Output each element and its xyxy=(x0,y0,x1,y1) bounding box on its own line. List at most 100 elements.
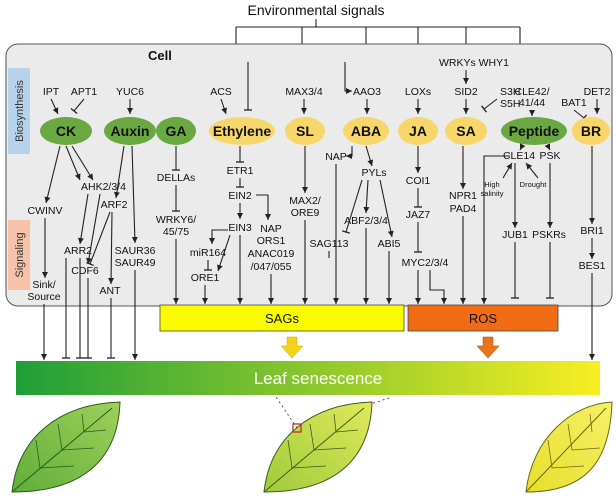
label-mir164: miR164 xyxy=(190,247,226,259)
label-loxs: LOXs xyxy=(405,86,431,98)
label-salinity: salinity xyxy=(481,189,504,198)
hormone-ck-oval xyxy=(40,117,92,145)
leaf-yellow-icon xyxy=(525,401,613,493)
sags-label: SAGs xyxy=(265,311,299,326)
hormone-auxin: Auxin xyxy=(111,123,150,139)
label-high: High xyxy=(484,180,499,189)
hormone-peptide-oval xyxy=(501,117,567,145)
signaling-tab xyxy=(8,220,30,290)
hormone-aba: ABA xyxy=(351,123,381,139)
zoom-region-marker xyxy=(292,423,302,433)
label-npr1: NPR1 xyxy=(449,190,477,202)
label-wrky6: WRKY6/ xyxy=(156,214,196,226)
label-ein3: EIN3 xyxy=(228,222,252,234)
leaf-senescence-bar xyxy=(16,361,600,395)
biosynthesis-tab xyxy=(8,68,30,154)
label-abf: ABF2/3/4 xyxy=(344,215,388,227)
label-sag113: SAG113 xyxy=(310,238,349,250)
label-ore1: ORE1 xyxy=(191,272,220,284)
hormone-sl-oval xyxy=(285,117,325,145)
label-saur49: SAUR49 xyxy=(115,257,156,269)
label-ors1: ORS1 xyxy=(257,235,286,247)
label-ore9: ORE9 xyxy=(291,207,320,219)
sags-down-arrow xyxy=(280,336,304,359)
hormone-ja: JA xyxy=(409,123,427,139)
label-cle14: CLE14 xyxy=(503,150,535,162)
label-cdf6: CDF6 xyxy=(71,265,99,277)
label-max34: MAX3/4 xyxy=(285,86,323,98)
ros-label: ROS xyxy=(469,311,498,326)
label-etr1: ETR1 xyxy=(227,165,254,177)
label-ipt: IPT xyxy=(43,86,60,98)
label-s5h: S5H xyxy=(500,98,520,110)
label-jaz7: JAZ7 xyxy=(406,209,431,221)
hormone-aba-oval xyxy=(343,117,389,145)
label-bat1: BAT1 xyxy=(561,97,587,109)
label-myc: MYC2/3/4 xyxy=(402,257,449,269)
hormone-br: BR xyxy=(581,123,601,139)
hormone-ga-oval xyxy=(156,117,196,145)
label-cle42b: 41/44 xyxy=(519,97,545,109)
label-ein2: EIN2 xyxy=(228,190,252,202)
hormone-ck: CK xyxy=(56,123,76,139)
label-wrky6b: 45/75 xyxy=(163,226,189,238)
biosynthesis-label: Biosynthesis xyxy=(14,80,26,142)
label-pad4: PAD4 xyxy=(450,203,477,215)
label-ant: ANT xyxy=(100,285,122,297)
label-drought: Drought xyxy=(520,180,548,189)
signaling-label: Signaling xyxy=(14,232,26,277)
leaf-senescence-label: Leaf senescence xyxy=(254,369,383,388)
label-max2: MAX2/ xyxy=(289,195,321,207)
signaling-connectors xyxy=(42,143,595,360)
label-arr2: ARR2 xyxy=(64,245,92,257)
left-outputs xyxy=(41,258,138,360)
label-cwinv: CWINV xyxy=(28,205,63,217)
hormone-sa-oval xyxy=(445,117,487,145)
label-anac019: ANAC019 xyxy=(248,248,295,260)
label-sink: Sink/ xyxy=(32,279,55,291)
label-wrkys-why1: WRKYs WHY1 xyxy=(439,57,509,69)
label-saur36: SAUR36 xyxy=(115,245,156,257)
label-sid2: SID2 xyxy=(454,86,478,98)
label-pskrs: PSKRs xyxy=(532,229,566,241)
label-bri1: BRI1 xyxy=(580,225,604,237)
hormone-ga: GA xyxy=(166,123,187,139)
label-cle42: CLE42/ xyxy=(514,86,549,98)
label-pyls: PYLs xyxy=(361,167,386,179)
hormone-ja-oval xyxy=(398,117,438,145)
leaf-green-icon xyxy=(11,401,121,493)
label-abi5: ABI5 xyxy=(378,238,401,250)
hormone-peptide: Peptide xyxy=(509,123,560,139)
hormone-sa: SA xyxy=(456,123,475,139)
hormone-sl: SL xyxy=(296,123,314,139)
label-source: Source xyxy=(27,291,60,303)
label-arf2: ARF2 xyxy=(101,199,128,211)
sags-box xyxy=(159,304,405,332)
ros-box xyxy=(407,304,559,332)
label-nap-aba: NAP xyxy=(325,151,347,163)
label-apt1: APT1 xyxy=(71,86,97,98)
leaf-mid-icon xyxy=(263,401,373,493)
title-environmental-signals: Environmental signals xyxy=(248,2,385,18)
label-anac047: /047/055 xyxy=(251,261,292,273)
label-acs: ACS xyxy=(210,86,232,98)
hormone-ethylene: Ethylene xyxy=(213,123,272,139)
biosynthesis-connectors xyxy=(50,62,600,122)
label-bes1: BES1 xyxy=(579,260,606,272)
label-aao3: AAO3 xyxy=(353,86,381,98)
hormone-ethylene-oval xyxy=(209,117,275,145)
ros-down-arrow xyxy=(476,336,500,359)
label-yuc6: YUC6 xyxy=(116,86,144,98)
hormone-auxin-oval xyxy=(104,117,156,145)
label-coi1: COI1 xyxy=(406,175,431,187)
label-nap-eth: NAP xyxy=(260,223,282,235)
label-ahk: AHK2/3/4 xyxy=(81,181,126,193)
label-s3h: S3H xyxy=(500,86,520,98)
label-det2: DET2 xyxy=(584,86,611,98)
label-psk: PSK xyxy=(539,150,560,162)
label-dellas: DELLAs xyxy=(157,172,196,184)
cell-label: Cell xyxy=(148,48,172,63)
label-jub1: JUB1 xyxy=(502,229,528,241)
